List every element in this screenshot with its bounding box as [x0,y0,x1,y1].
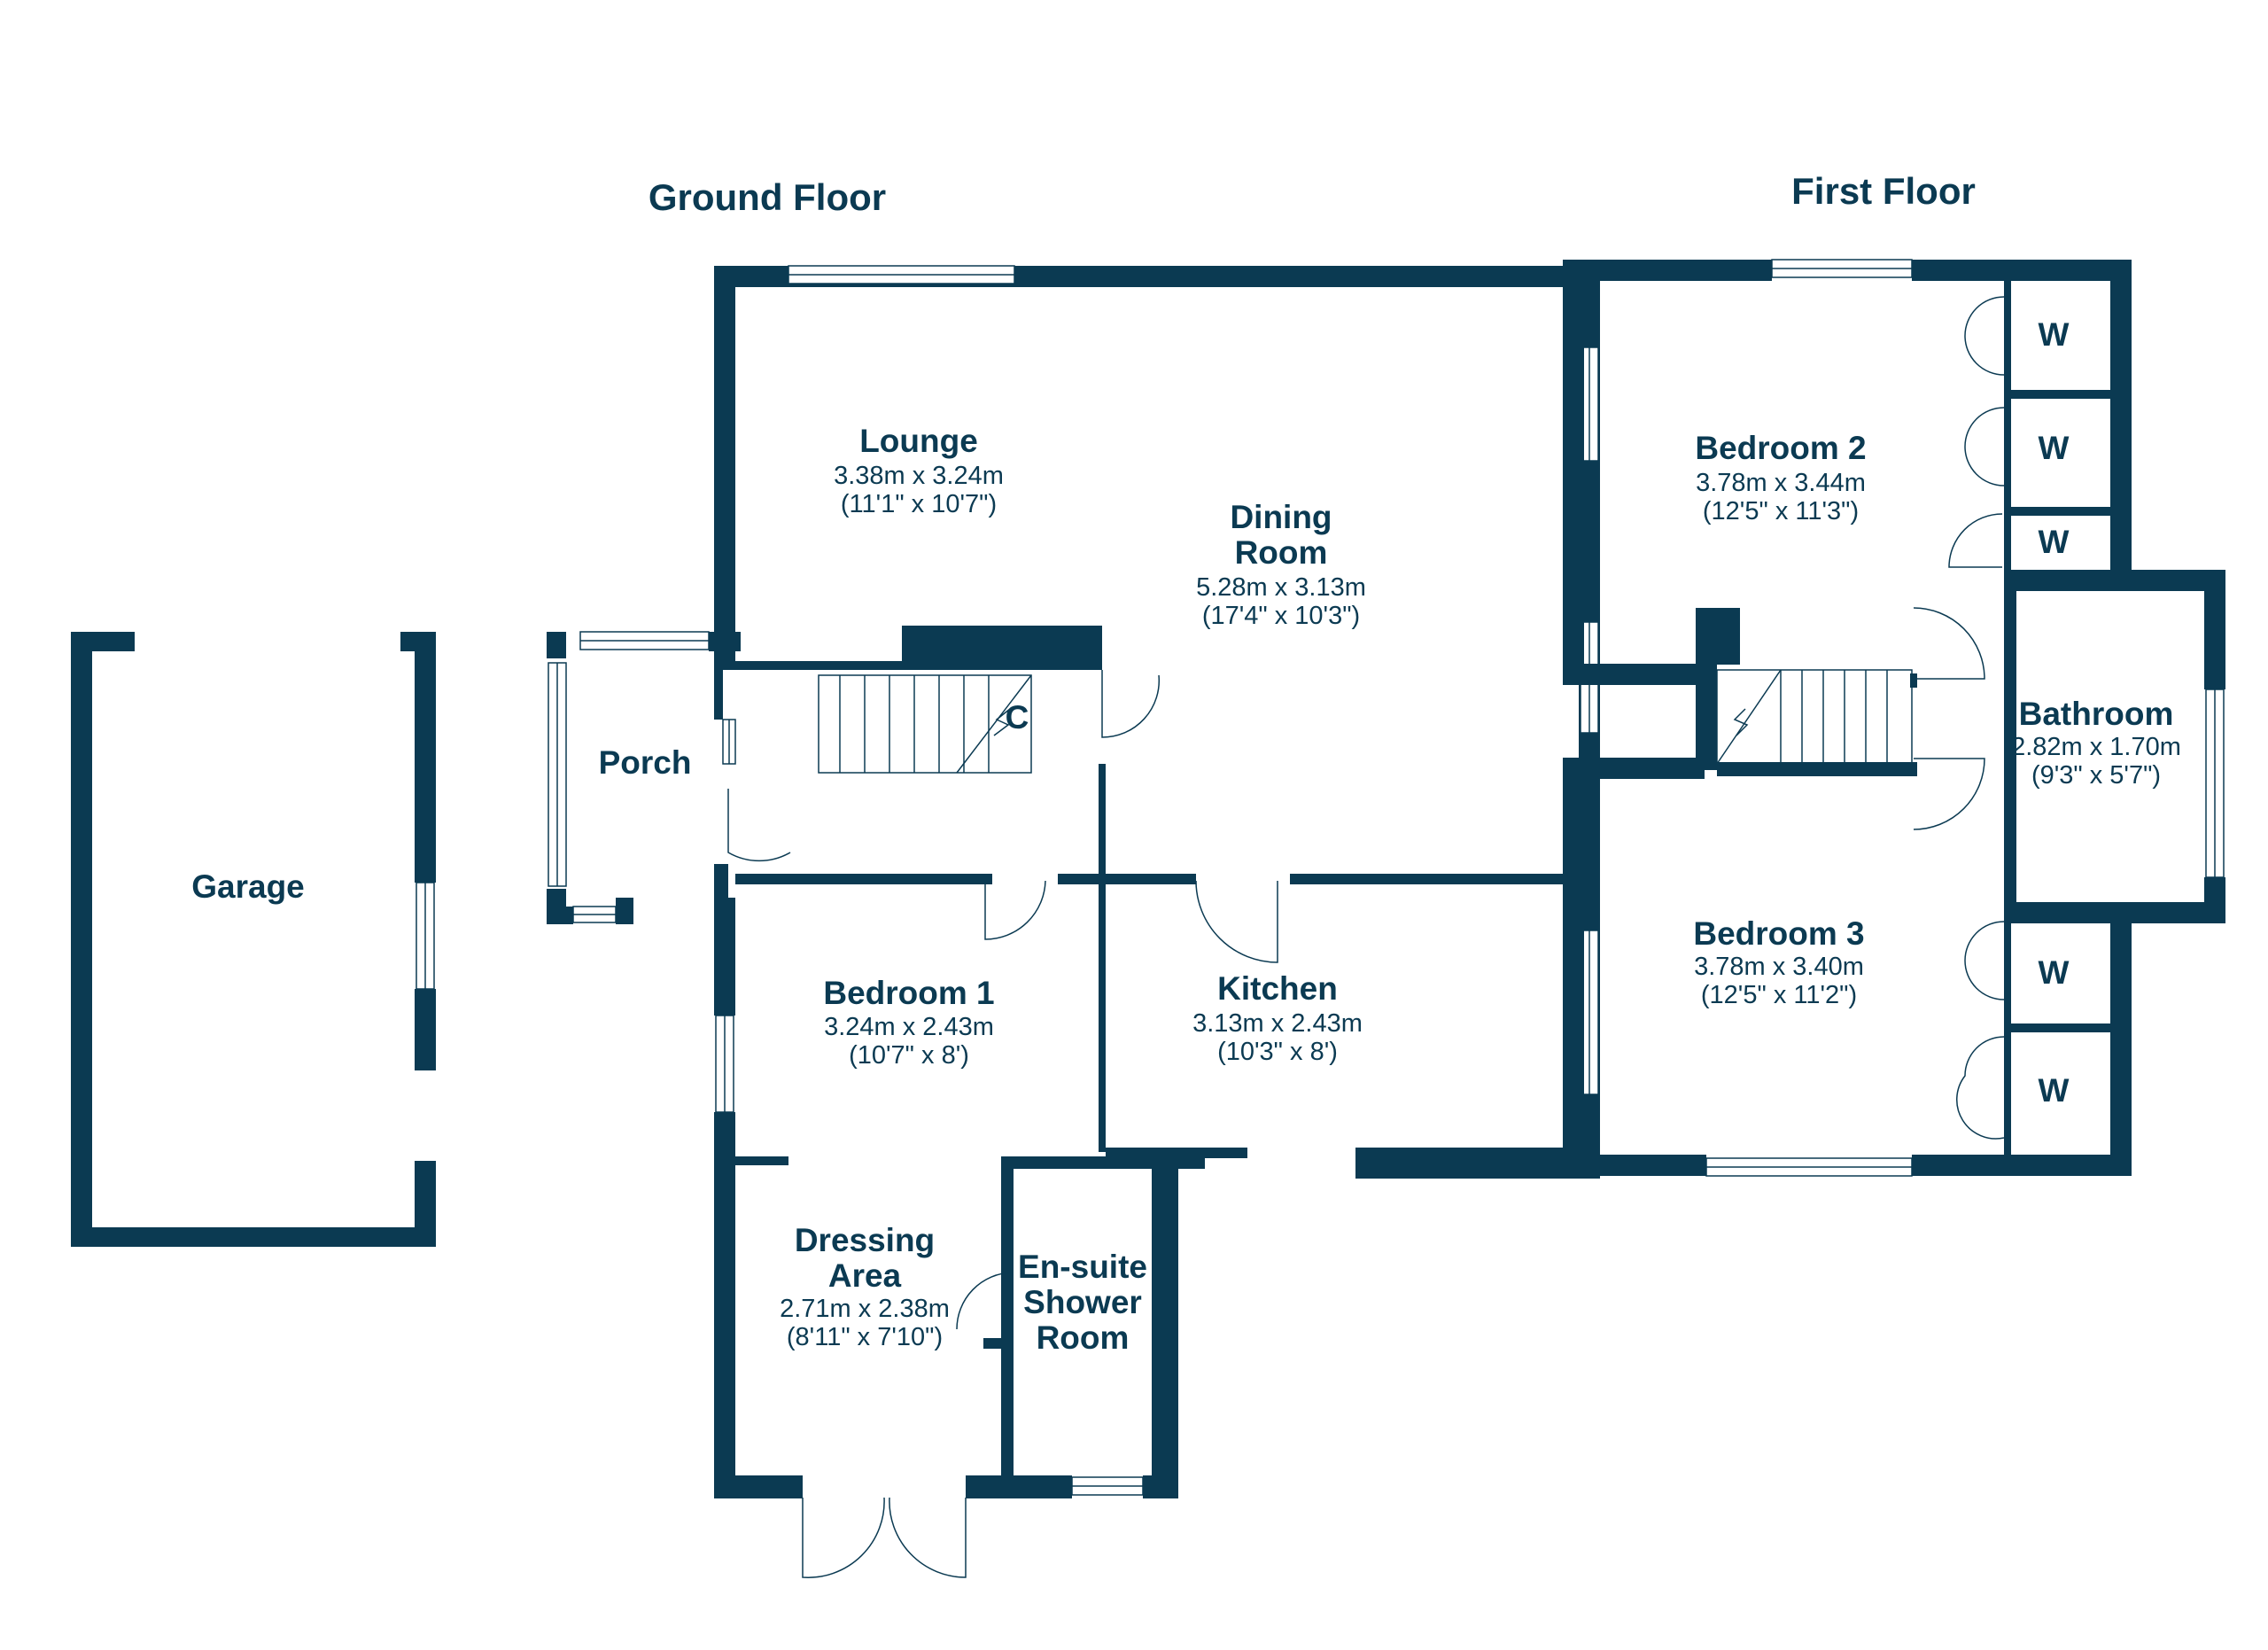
bedroom-3-label: Bedroom 3 3.78m x 3.40m (12'5" x 11'2") [1693,915,1864,1009]
bedroom-2-metric: 3.78m x 3.44m [1696,469,1866,497]
bedroom-1-name: Bedroom 1 [823,975,994,1011]
dining-room-imperial: (17'4" x 10'3") [1202,602,1360,630]
wardrobe-label-1: W [2039,316,2070,353]
dressing-area-imperial: (8'11" x 7'10") [787,1323,943,1351]
bathroom-metric: 2.82m x 1.70m [2011,733,2181,761]
dining-room-label: Dining Room 5.28m x 3.13m (17'4" x 10'3"… [1196,499,1366,630]
first-floor-doors [1913,296,2005,1140]
ensuite-name-1: En-suite [1018,1249,1147,1285]
first-floor-title: First Floor [1791,170,1976,212]
dining-room-name-1: Dining [1230,499,1332,535]
bedroom-1-imperial: (10'7" x 8') [849,1041,969,1070]
bedroom-2-name: Bedroom 2 [1695,430,1866,466]
kitchen-label: Kitchen 3.13m x 2.43m (10'3" x 8') [1192,970,1363,1066]
lounge-name: Lounge [859,423,978,459]
wardrobe-label-3: W [2039,524,2070,560]
porch-windows [548,631,710,923]
ground-floor-windows [715,265,1599,1496]
bedroom-2-label: Bedroom 2 3.78m x 3.44m (12'5" x 11'3") [1695,430,1866,525]
ensuite-label: En-suite Shower Room [1018,1249,1147,1356]
kitchen-imperial: (10'3" x 8') [1217,1038,1338,1066]
dressing-area-name-2: Area [828,1257,902,1294]
dining-room-name-2: Room [1235,534,1328,571]
lounge-imperial: (11'1" x 10'7") [841,490,997,518]
bedroom-3-imperial: (12'5" x 11'2") [1701,981,1857,1009]
ground-floor-title: Ground Floor [649,176,886,218]
bedroom-3-metric: 3.78m x 3.40m [1694,953,1864,981]
garage-window [416,882,435,990]
cupboard-label: C [1006,699,1029,735]
first-stairs [1716,669,1913,765]
wardrobe-label-2: W [2039,430,2070,466]
ground-doors [727,670,1278,1578]
bathroom-label: Bathroom 2.82m x 1.70m (9'3" x 5'7") [2011,696,2181,790]
garage-label: Garage [191,868,305,905]
dressing-area-label: Dressing Area 2.71m x 2.38m (8'11" x 7'1… [780,1222,950,1351]
ensuite-name-2: Shower [1023,1284,1142,1320]
bedroom-2-imperial: (12'5" x 11'3") [1703,497,1859,525]
wardrobe-label-4: W [2039,954,2070,991]
dining-room-metric: 5.28m x 3.13m [1196,573,1366,602]
kitchen-metric: 3.13m x 2.43m [1192,1009,1363,1038]
first-floor-windows [1705,259,2225,1177]
bathroom-imperial: (9'3" x 5'7") [2031,761,2161,790]
bedroom-3-name: Bedroom 3 [1693,915,1864,952]
wardrobe-labels: W W W W W [2039,316,2070,1109]
dressing-area-name-1: Dressing [795,1222,935,1258]
lounge-label: Lounge 3.38m x 3.24m (11'1" x 10'7") [834,423,1004,518]
bedroom-1-metric: 3.24m x 2.43m [824,1013,994,1041]
bedroom-1-label: Bedroom 1 3.24m x 2.43m (10'7" x 8') [823,975,994,1070]
porch-label: Porch [599,744,692,781]
wardrobe-label-5: W [2039,1072,2070,1109]
garage-walls [71,632,436,1247]
bathroom-name: Bathroom [2019,696,2174,732]
ensuite-name-3: Room [1037,1319,1130,1356]
dressing-area-metric: 2.71m x 2.38m [780,1295,950,1323]
kitchen-name: Kitchen [1217,970,1338,1007]
lounge-metric: 3.38m x 3.24m [834,462,1004,490]
ground-stairs [818,674,1032,774]
first-floor-walls [1563,260,2225,1176]
